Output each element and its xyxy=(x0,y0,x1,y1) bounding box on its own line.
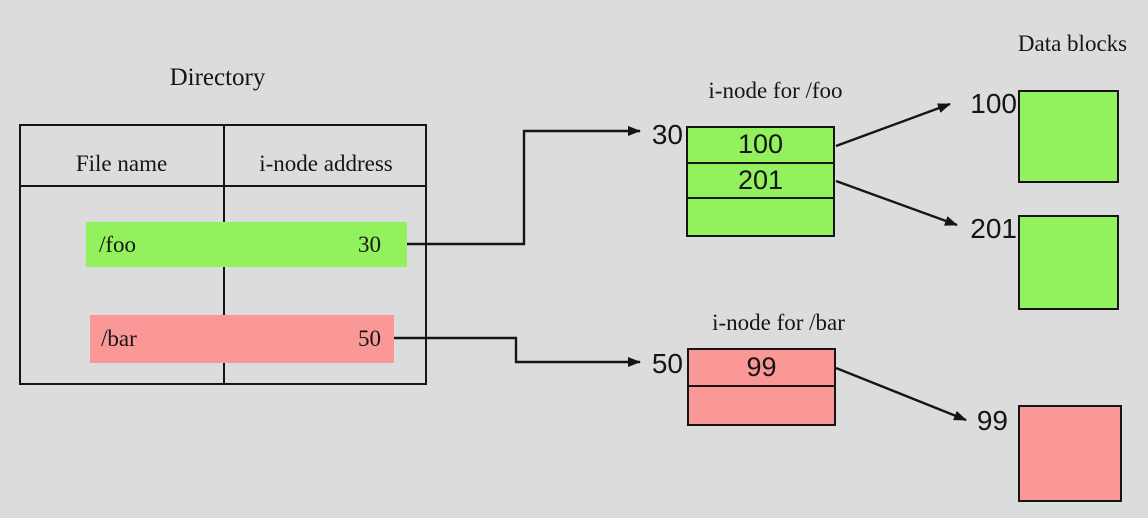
arrow-inode-foo-to-block-100 xyxy=(835,102,951,148)
data-block-99-label: 99 xyxy=(976,405,1008,436)
inode-foo-address-label: 30 xyxy=(651,119,683,150)
arrow-inode-foo-to-block-201 xyxy=(835,179,958,227)
inode-bar-entry-0: 99 xyxy=(689,350,834,387)
directory-table-header-divider xyxy=(19,185,427,187)
table-row-foo: /foo 30 xyxy=(86,222,407,267)
data-block-99 xyxy=(1018,405,1122,502)
file-name-foo: /foo xyxy=(99,231,137,257)
inode-bar-box: 99 xyxy=(687,348,836,426)
inode-foo-title: i-node for /foo xyxy=(708,78,843,103)
inode-bar-entry-1 xyxy=(689,387,834,424)
data-blocks-title: Data blocks xyxy=(1017,31,1128,56)
header-inode-address: i-node address xyxy=(259,151,393,176)
directory-title: Directory xyxy=(169,64,266,91)
inode-foo-entry-1: 201 xyxy=(688,164,833,200)
arrow-bar-row-to-inode-bar xyxy=(394,336,641,367)
file-name-bar: /bar xyxy=(101,326,137,351)
inode-foo-entry-0: 100 xyxy=(688,128,833,164)
data-block-100-label: 100 xyxy=(970,88,1017,119)
inode-foo-entry-2 xyxy=(688,199,833,235)
arrow-foo-row-to-inode-foo xyxy=(407,126,641,246)
data-block-201 xyxy=(1018,215,1119,310)
header-file-name: File name xyxy=(75,151,168,176)
data-block-201-label: 201 xyxy=(970,213,1017,244)
inode-address-bar: 50 xyxy=(358,326,381,351)
arrow-inode-bar-to-block-99 xyxy=(835,366,967,422)
table-row-bar: /bar 50 xyxy=(90,315,394,363)
inode-address-foo: 30 xyxy=(358,231,381,257)
data-block-100 xyxy=(1018,90,1119,183)
inode-foo-box: 100 201 xyxy=(686,126,835,237)
inode-bar-title: i-node for /bar xyxy=(712,310,845,335)
inode-bar-address-label: 50 xyxy=(651,348,683,379)
